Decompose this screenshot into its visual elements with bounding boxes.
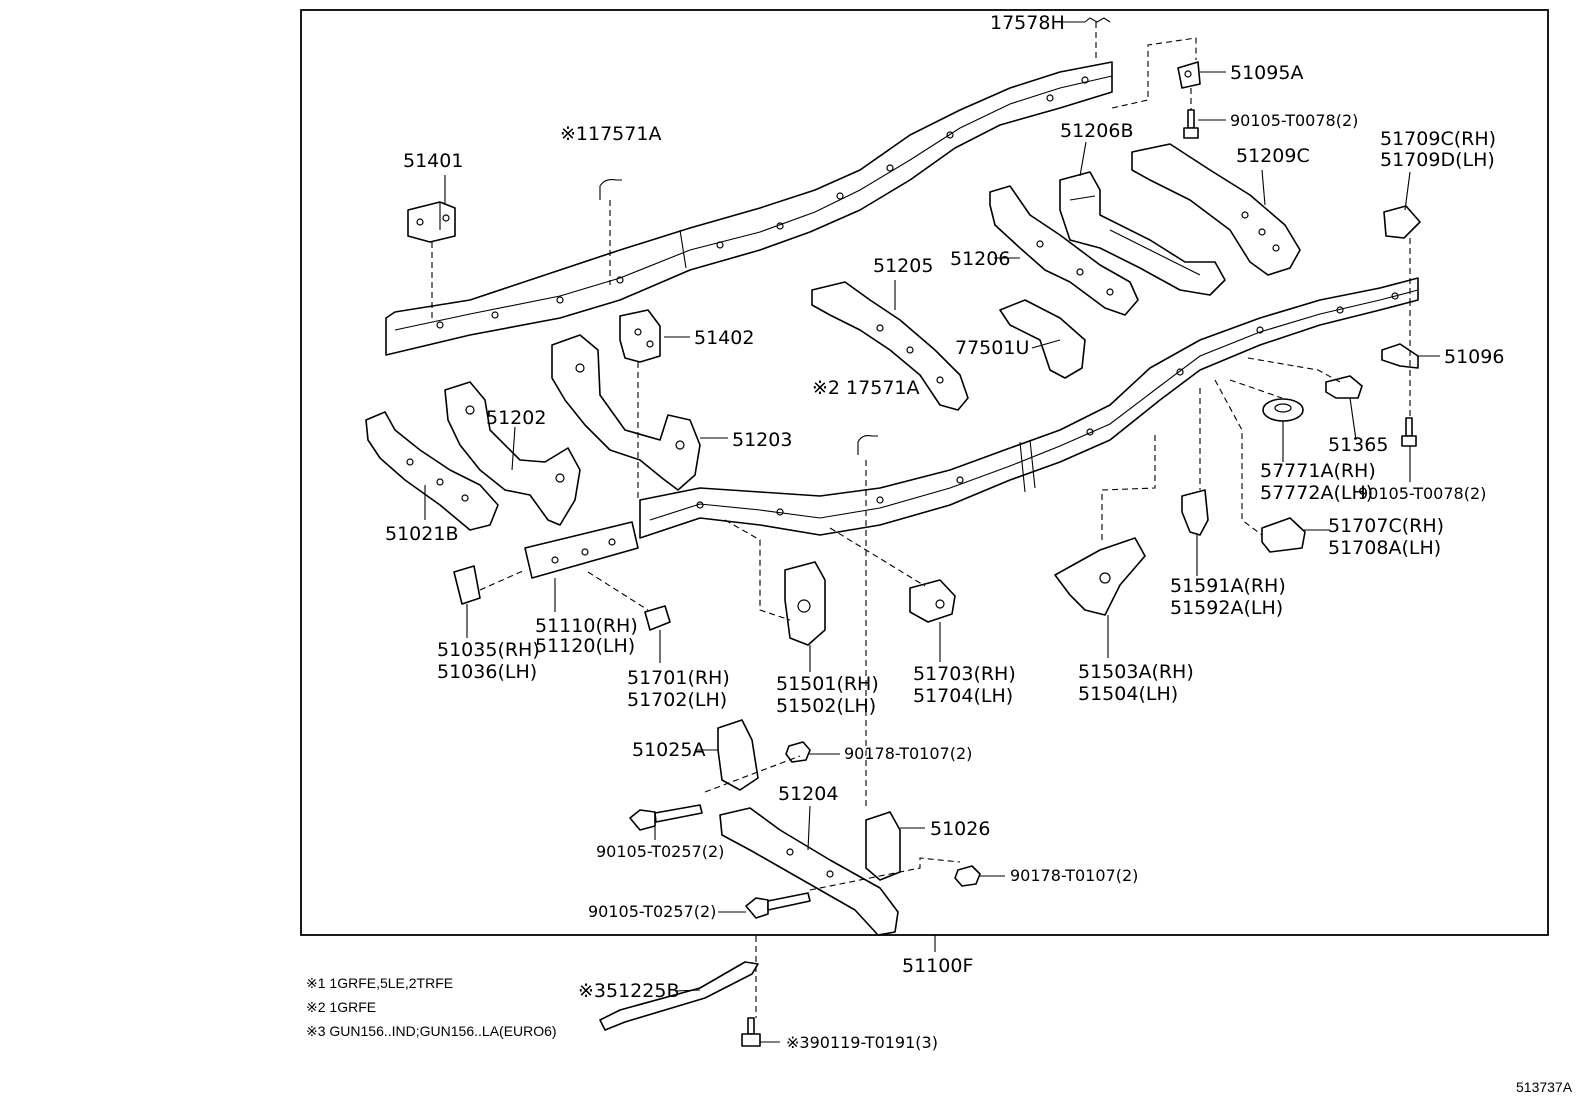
part-51204-shape — [719, 807, 899, 936]
part-51206B-shape — [1059, 171, 1226, 296]
label-77501U[interactable]: 77501U — [955, 337, 1029, 359]
label-51501[interactable]: 51501(RH) — [776, 673, 879, 695]
part-51401-shape — [407, 201, 456, 243]
part-51205-shape — [811, 281, 969, 411]
label-17571A-2[interactable]: ※2 17571A — [812, 377, 920, 399]
label-51026[interactable]: 51026 — [930, 818, 990, 840]
right-side-rail — [639, 277, 1419, 539]
part-51096-shape — [1381, 343, 1419, 369]
label-57772A[interactable]: 57772A(LH) — [1260, 482, 1373, 504]
label-51035[interactable]: 51035(RH) — [437, 639, 540, 661]
part-51202-shape — [444, 381, 581, 526]
part-51225B-shape — [599, 961, 759, 1031]
label-90105-T0257-b[interactable]: 90105-T0257(2) — [588, 902, 716, 921]
label-57771A[interactable]: 57771A(RH) — [1260, 460, 1376, 482]
label-51591A[interactable]: 51591A(RH) — [1170, 575, 1286, 597]
diagram-code: 513737A — [1516, 1079, 1573, 1095]
label-51204[interactable]: 51204 — [778, 783, 838, 805]
label-51205[interactable]: 51205 — [873, 255, 933, 277]
part-51209C-shape — [1131, 143, 1301, 276]
label-51702[interactable]: 51702(LH) — [627, 689, 727, 711]
label-51401[interactable]: 51401 — [403, 150, 463, 172]
label-90178-T0107-b[interactable]: 90178-T0107(2) — [1010, 866, 1138, 885]
part-51026-shape — [865, 811, 901, 881]
label-90105-T0078-right[interactable]: 90105-T0078(2) — [1358, 484, 1486, 503]
part-17578H-shape — [1084, 17, 1111, 23]
part-51025A-shape — [717, 719, 759, 791]
label-90105-T0257-a[interactable]: 90105-T0257(2) — [596, 842, 724, 861]
assembly-dashed-lines — [431, 22, 1411, 1018]
part-77501U-shape — [999, 299, 1086, 379]
label-51708A[interactable]: 51708A(LH) — [1328, 537, 1441, 559]
label-51120[interactable]: 51120(LH) — [535, 635, 635, 657]
label-90105-T0078-top[interactable]: 90105-T0078(2) — [1230, 111, 1358, 130]
part-57771A-shape — [1262, 398, 1304, 422]
label-51503A[interactable]: 51503A(RH) — [1078, 661, 1194, 683]
label-51225B[interactable]: ※351225B — [578, 980, 680, 1002]
footnote-2: ※2 1GRFE — [306, 999, 376, 1015]
label-51707C[interactable]: 51707C(RH) — [1328, 515, 1444, 537]
part-51110-shape — [524, 521, 639, 579]
label-51206[interactable]: 51206 — [950, 248, 1010, 270]
part-17571A-1-shape — [599, 179, 622, 200]
label-51206B[interactable]: 51206B — [1060, 120, 1133, 142]
label-90178-T0107-a[interactable]: 90178-T0107(2) — [844, 744, 972, 763]
footnote-3: ※3 GUN156..IND;GUN156..LA(EURO6) — [306, 1023, 557, 1039]
label-51504[interactable]: 51504(LH) — [1078, 683, 1178, 705]
label-51110[interactable]: 51110(RH) — [535, 615, 638, 637]
label-51365[interactable]: 51365 — [1328, 434, 1388, 456]
nut-90178-T0107-b-shape — [954, 865, 981, 887]
bolt-90105-T0078-top-shape — [1183, 109, 1199, 139]
part-51709C-shape — [1383, 205, 1421, 239]
label-51100F[interactable]: 51100F — [902, 955, 973, 977]
leader-lines — [424, 21, 1440, 1043]
label-90119-T0191[interactable]: ※390119-T0191(3) — [786, 1033, 938, 1052]
footnote-1: ※1 1GRFE,5LE,2TRFE — [306, 975, 453, 991]
part-17571A-2-shape — [857, 435, 878, 455]
label-51704[interactable]: 51704(LH) — [913, 685, 1013, 707]
part-51035-shape — [453, 565, 481, 605]
label-51203[interactable]: 51203 — [732, 429, 792, 451]
label-51592A[interactable]: 51592A(LH) — [1170, 597, 1283, 619]
part-51203-shape — [551, 334, 701, 491]
part-51703-shape — [909, 579, 956, 623]
label-17578H[interactable]: 17578H — [990, 12, 1065, 34]
label-51025A[interactable]: 51025A — [632, 739, 705, 761]
part-51365-shape — [1325, 375, 1363, 399]
part-51095A-shape — [1177, 61, 1201, 89]
diagram-frame — [300, 9, 1549, 936]
label-51021B[interactable]: 51021B — [385, 523, 458, 545]
part-51206-shape — [989, 185, 1139, 316]
part-51501-shape — [784, 561, 826, 646]
nut-90178-T0107-a-shape — [785, 741, 811, 763]
label-51036[interactable]: 51036(LH) — [437, 661, 537, 683]
label-51502[interactable]: 51502(LH) — [776, 695, 876, 717]
bolt-90119-T0191-shape — [741, 1017, 761, 1047]
label-51096[interactable]: 51096 — [1444, 346, 1504, 368]
label-51202[interactable]: 51202 — [486, 407, 546, 429]
label-51709C[interactable]: 51709C(RH) — [1380, 128, 1496, 150]
label-17571A-1[interactable]: ※117571A — [560, 123, 661, 145]
part-51701-shape — [644, 605, 671, 631]
bolt-90105-T0078-right-shape — [1401, 417, 1417, 447]
part-51402-shape — [619, 309, 661, 363]
bolt-90105-T0257-a-shape — [629, 804, 703, 831]
label-51701[interactable]: 51701(RH) — [627, 667, 730, 689]
part-51591A-shape — [1181, 489, 1209, 536]
label-51709D[interactable]: 51709D(LH) — [1380, 149, 1495, 171]
bolt-90105-T0257-b-shape — [745, 892, 811, 919]
label-51402[interactable]: 51402 — [694, 327, 754, 349]
label-51209C[interactable]: 51209C — [1236, 145, 1310, 167]
left-side-rail — [385, 61, 1113, 356]
part-51707C-shape — [1261, 517, 1306, 553]
label-51703[interactable]: 51703(RH) — [913, 663, 1016, 685]
label-51095A[interactable]: 51095A — [1230, 62, 1303, 84]
